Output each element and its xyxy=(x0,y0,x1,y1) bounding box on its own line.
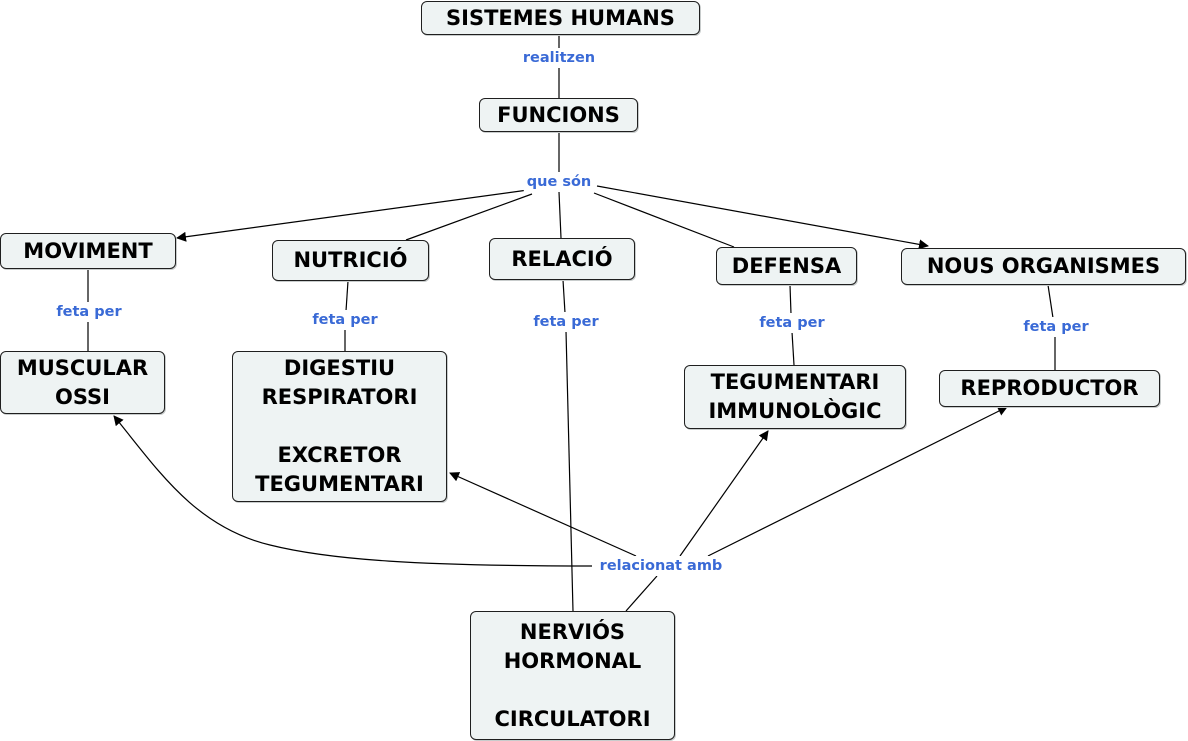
node-label-line: NOUS ORGANISMES xyxy=(926,254,1161,278)
node-label-line: HORMONAL xyxy=(503,648,642,673)
link-label-feta-per-nous: feta per xyxy=(1020,317,1092,337)
node-reproductor[interactable]: REPRODUCTOR xyxy=(939,370,1160,407)
node-label-line: FUNCIONS xyxy=(497,102,620,127)
node-label-line: MOVIMENT xyxy=(23,238,153,263)
node-label-line: TEGUMENTARI xyxy=(710,370,880,394)
node-muscular-ossi[interactable]: MUSCULAR OSSI xyxy=(0,351,165,414)
link-label-relacionat-amb: relacionat amb xyxy=(596,556,726,576)
node-label-line: NUTRICIÓ xyxy=(293,248,408,272)
node-moviment[interactable]: MOVIMENT xyxy=(0,233,176,269)
edge-defensa-fetaper xyxy=(789,284,792,315)
link-label-feta-per-nutricio: feta per xyxy=(309,310,381,330)
node-nervios[interactable]: NERVIÓS HORMONAL CIRCULATORI xyxy=(470,611,675,740)
node-label-line: OSSI xyxy=(55,384,110,409)
node-nous-organismes[interactable]: NOUS ORGANISMES xyxy=(901,248,1186,285)
edge-nutricio-fetaper xyxy=(345,280,349,312)
edge-queson-relacio xyxy=(558,191,562,239)
link-label-realitzen: realitzen xyxy=(519,48,599,68)
node-label-line: MUSCULAR xyxy=(16,355,149,380)
edge-relacionat-tegumentari xyxy=(679,430,769,557)
link-label-feta-per-moviment: feta per xyxy=(53,302,125,322)
node-label-line: CIRCULATORI xyxy=(494,706,651,731)
node-funcions[interactable]: FUNCIONS xyxy=(479,98,638,132)
node-digestiu[interactable]: DIGESTIU RESPIRATORI EXCRETOR TEGUMENTARI xyxy=(232,351,447,502)
edge-queson-nous xyxy=(596,185,929,250)
node-label-line: TEGUMENTARI xyxy=(255,472,424,496)
link-label-que-son: que són xyxy=(523,172,595,192)
edge-relacionat-muscular xyxy=(113,415,593,567)
node-label-line: IMMUNOLÒGIC xyxy=(708,399,882,423)
node-label-line: REPRODUCTOR xyxy=(960,376,1139,400)
node-defensa[interactable]: DEFENSA xyxy=(716,247,857,285)
node-sistemes-humans[interactable]: SISTEMES HUMANS xyxy=(421,1,700,35)
node-tegumentari-immunologic[interactable]: TEGUMENTARI IMMUNOLÒGIC xyxy=(684,365,906,429)
edge-queson-defensa xyxy=(593,192,735,248)
edge-relacionat-reproductor xyxy=(707,406,1008,557)
node-label-line: NERVIÓS xyxy=(519,619,626,644)
node-relacio[interactable]: RELACIÓ xyxy=(489,238,635,280)
edge-nous-fetaper xyxy=(1047,284,1054,319)
node-label-line: EXCRETOR xyxy=(277,443,402,467)
link-label-feta-per-relacio: feta per xyxy=(530,312,602,332)
node-label-line: DIGESTIU xyxy=(283,356,396,380)
edge-nervios-relacionat xyxy=(625,575,658,612)
edge-relacio-fetaper xyxy=(562,279,566,314)
node-label-line: DEFENSA xyxy=(731,253,842,278)
node-label-line: RELACIÓ xyxy=(511,246,613,271)
link-label-feta-per-defensa: feta per xyxy=(756,313,828,333)
edge-queson-nutricio xyxy=(405,193,533,241)
node-label-line: SISTEMES HUMANS xyxy=(446,5,675,30)
edge-fetaper-nervios xyxy=(565,330,574,612)
node-label-line: RESPIRATORI xyxy=(261,385,418,409)
node-nutricio[interactable]: NUTRICIÓ xyxy=(272,240,429,281)
edge-queson-moviment xyxy=(176,189,529,242)
edge-fetaper-tegumentari xyxy=(791,331,795,366)
edge-relacionat-digestiu xyxy=(449,472,637,557)
